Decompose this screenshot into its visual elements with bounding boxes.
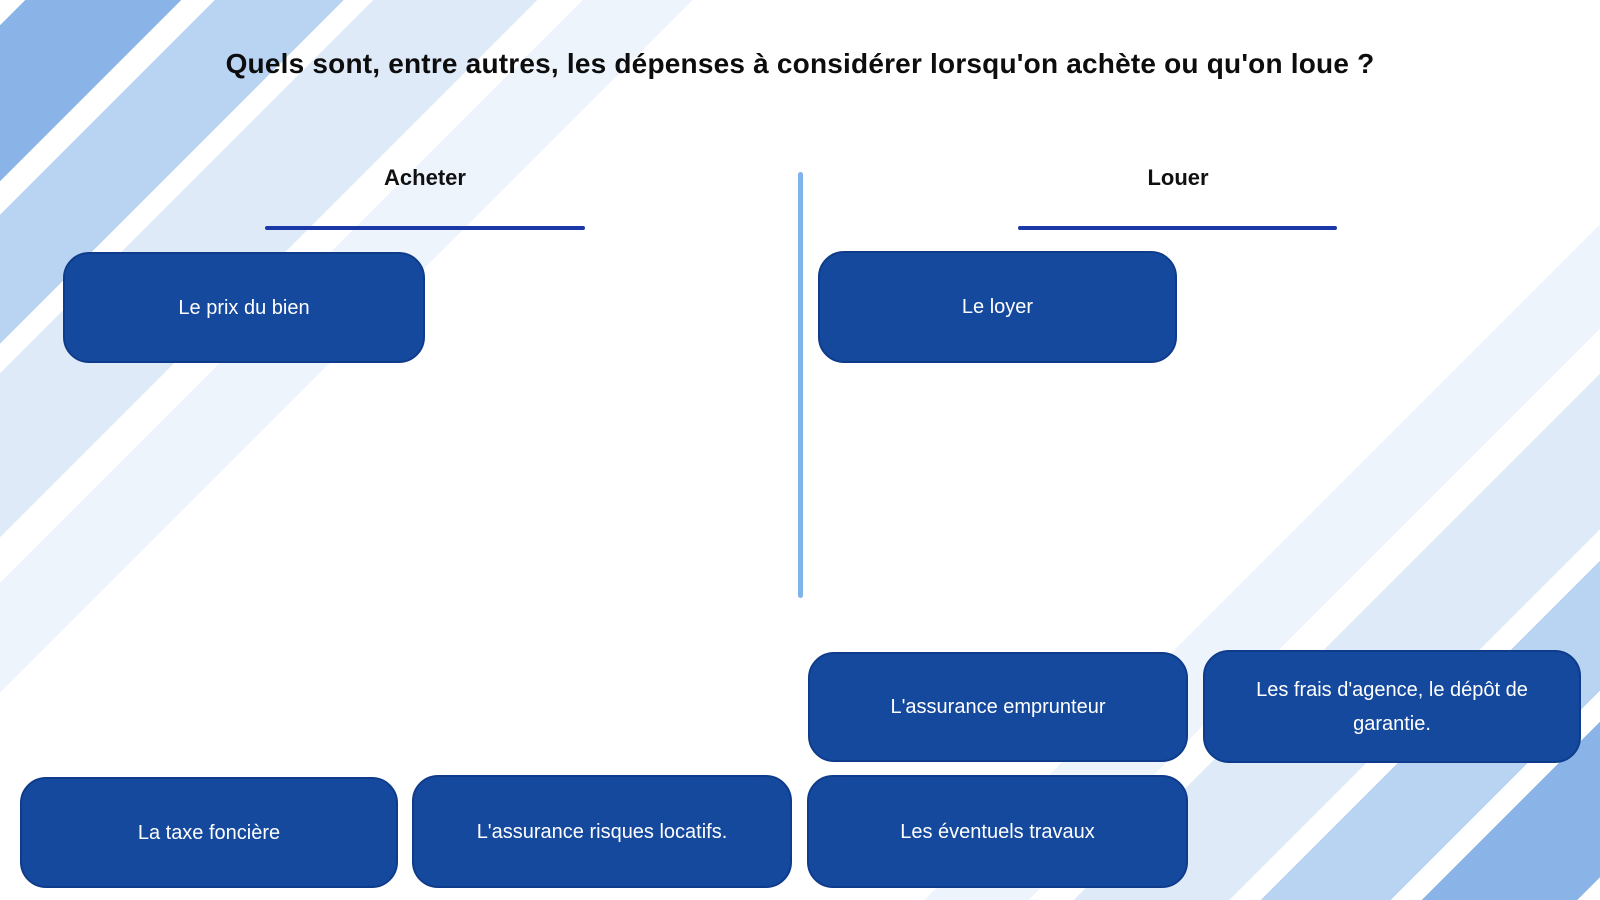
card-label: L'assurance emprunteur bbox=[890, 696, 1106, 718]
card-label: Les éventuels travaux bbox=[900, 820, 1095, 843]
card-label: Les frais d'agence, le dépôt de garantie… bbox=[1256, 678, 1528, 735]
column-header-louer: Louer bbox=[1147, 165, 1209, 190]
card-frais-agence-depot-garantie[interactable]: Les frais d'agence, le dépôt de garantie… bbox=[1203, 650, 1581, 763]
card-label: Le prix du bien bbox=[178, 296, 310, 319]
column-divider bbox=[798, 172, 803, 598]
card-eventuels-travaux[interactable]: Les éventuels travaux bbox=[807, 775, 1188, 888]
card-taxe-fonciere[interactable]: La taxe foncière bbox=[20, 777, 398, 888]
card-label: La taxe foncière bbox=[137, 821, 281, 844]
question-title: Quels sont, entre autres, les dépenses à… bbox=[225, 48, 1375, 79]
card-le-loyer[interactable]: Le loyer bbox=[818, 251, 1177, 363]
card-le-prix-du-bien[interactable]: Le prix du bien bbox=[63, 252, 425, 363]
card-label: Le loyer bbox=[961, 296, 1034, 318]
card-assurance-emprunteur[interactable]: L'assurance emprunteur bbox=[808, 652, 1188, 762]
card-assurance-risques-locatifs[interactable]: L'assurance risques locatifs. bbox=[412, 775, 792, 888]
acheter-underline bbox=[265, 226, 585, 230]
column-header-acheter: Acheter bbox=[384, 165, 466, 190]
louer-underline bbox=[1018, 226, 1337, 230]
card-label: L'assurance risques locatifs. bbox=[476, 820, 728, 843]
